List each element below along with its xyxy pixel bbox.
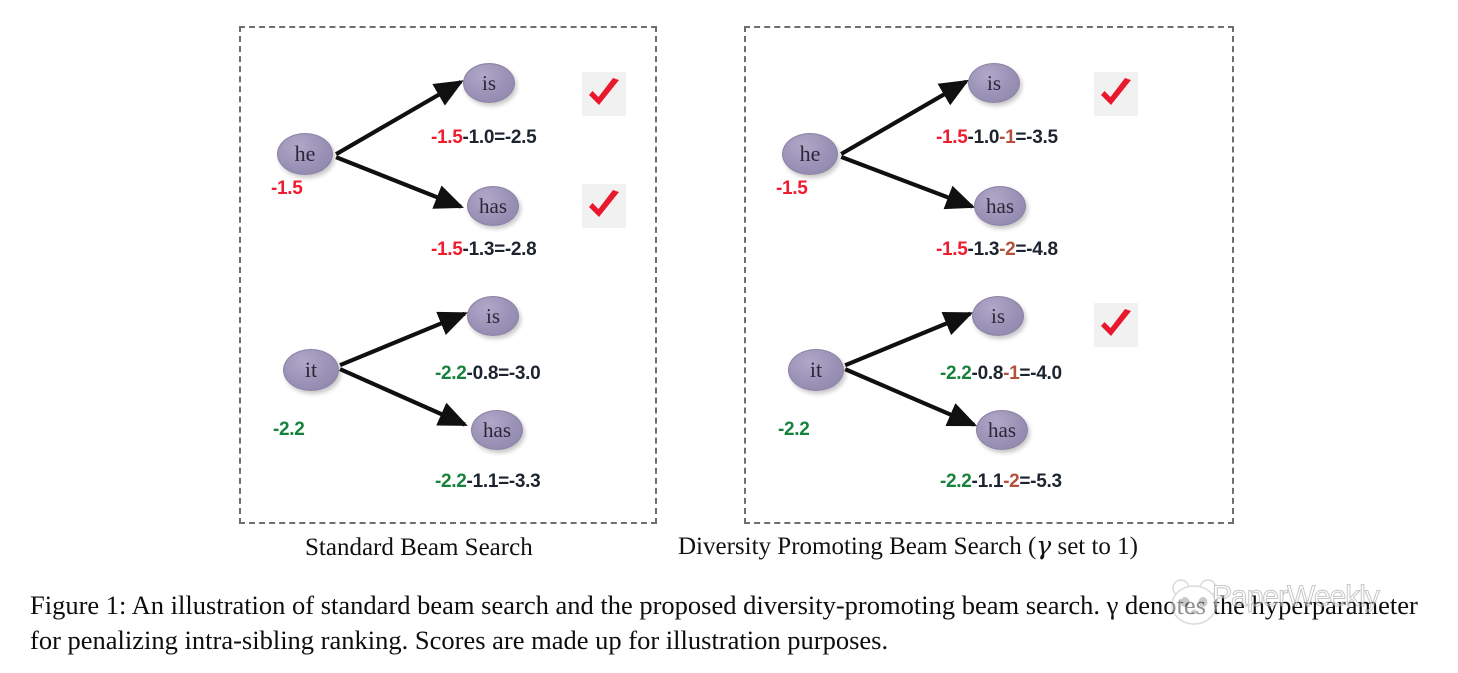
figure-caption-line-1: Figure 1: An illustration of standard be… bbox=[30, 590, 1245, 620]
node-label: is bbox=[481, 70, 496, 95]
node-label: is bbox=[986, 70, 1001, 95]
figure-caption: Figure 1: An illustration of standard be… bbox=[30, 588, 1430, 658]
score-part-rest: -1.0=-2.5 bbox=[462, 127, 537, 148]
score-part-logprob: -1.3 bbox=[967, 239, 1000, 260]
score-he-is-diverse: -1.5-1.0-1=-3.5 bbox=[936, 127, 1058, 149]
node-label: is bbox=[990, 303, 1005, 328]
checkmark-he-is-standard bbox=[582, 72, 626, 116]
node-has-from-it-standard[interactable]: has bbox=[471, 410, 523, 450]
score-it-is-diverse: -2.2-0.8-1=-4.0 bbox=[940, 363, 1062, 385]
node-label: it bbox=[304, 357, 318, 382]
score-part-rest: -0.8=-3.0 bbox=[466, 363, 541, 384]
checkmark-he-is-diverse bbox=[1094, 72, 1138, 116]
panel-caption-standard: Standard Beam Search bbox=[305, 534, 533, 561]
node-label: has bbox=[479, 193, 507, 218]
node-he-standard[interactable]: he bbox=[277, 133, 333, 175]
root-score-it-diverse: -2.2 bbox=[778, 419, 810, 440]
node-it-standard[interactable]: it bbox=[283, 349, 339, 391]
node-he-diverse[interactable]: he bbox=[782, 133, 838, 175]
node-label: he bbox=[294, 141, 316, 166]
score-part-prefix: -2.2 bbox=[940, 363, 972, 384]
node-label: has bbox=[988, 417, 1016, 442]
gamma-symbol: γ bbox=[1036, 531, 1052, 560]
check-icon bbox=[589, 78, 619, 105]
check-icon bbox=[1101, 78, 1131, 105]
score-he-is-standard: -1.5-1.0=-2.5 bbox=[431, 127, 537, 149]
panel-diversity-promoting-beam-search: he -1.5 is -1.5-1.0-1=-3.5 has -1.5-1.3-… bbox=[744, 26, 1234, 524]
check-icon bbox=[1101, 309, 1131, 336]
score-part-total: =-4.8 bbox=[1015, 239, 1058, 260]
node-label: has bbox=[483, 417, 511, 442]
score-part-total: =-4.0 bbox=[1019, 363, 1062, 384]
node-label: it bbox=[809, 357, 823, 382]
panel-caption-diverse: Diversity Promoting Beam Search (γ set t… bbox=[678, 531, 1138, 561]
score-part-penalty: -2 bbox=[999, 239, 1016, 260]
node-is-from-it-diverse[interactable]: is bbox=[972, 296, 1024, 336]
score-part-prefix: -2.2 bbox=[940, 471, 972, 492]
score-part-prefix: -1.5 bbox=[431, 127, 463, 148]
score-part-prefix: -1.5 bbox=[431, 239, 463, 260]
node-label: is bbox=[485, 303, 500, 328]
score-part-penalty: -1 bbox=[1003, 363, 1020, 384]
score-it-is-standard: -2.2-0.8=-3.0 bbox=[435, 363, 541, 385]
score-part-penalty: -1 bbox=[999, 127, 1016, 148]
node-is-from-it-standard[interactable]: is bbox=[467, 296, 519, 336]
score-part-total: =-3.5 bbox=[1015, 127, 1058, 148]
score-part-total: =-5.3 bbox=[1019, 471, 1062, 492]
score-it-has-standard: -2.2-1.1=-3.3 bbox=[435, 471, 541, 493]
score-he-has-diverse: -1.5-1.3-2=-4.8 bbox=[936, 239, 1058, 261]
caption-prefix: Diversity Promoting Beam Search ( bbox=[678, 533, 1037, 560]
score-part-rest: -1.3=-2.8 bbox=[462, 239, 537, 260]
checkmark-he-has-standard bbox=[582, 184, 626, 228]
node-has-from-he-standard[interactable]: has bbox=[467, 186, 519, 226]
score-part-logprob: -1.1 bbox=[971, 471, 1004, 492]
node-it-diverse[interactable]: it bbox=[788, 349, 844, 391]
root-score-it-standard: -2.2 bbox=[273, 419, 305, 440]
score-he-has-standard: -1.5-1.3=-2.8 bbox=[431, 239, 537, 261]
check-icon bbox=[589, 190, 619, 217]
node-is-from-he-diverse[interactable]: is bbox=[968, 63, 1020, 103]
figure-caption-line-2: hyperparameter for penalizing intra-sibl… bbox=[30, 590, 1418, 655]
node-label: he bbox=[799, 141, 821, 166]
node-has-from-he-diverse[interactable]: has bbox=[974, 186, 1026, 226]
score-it-has-diverse: -2.2-1.1-2=-5.3 bbox=[940, 471, 1062, 493]
score-part-prefix: -1.5 bbox=[936, 239, 968, 260]
node-label: has bbox=[986, 193, 1014, 218]
score-part-penalty: -2 bbox=[1003, 471, 1020, 492]
score-part-prefix: -2.2 bbox=[435, 471, 467, 492]
score-part-prefix: -2.2 bbox=[435, 363, 467, 384]
node-has-from-it-diverse[interactable]: has bbox=[976, 410, 1028, 450]
node-is-from-he-standard[interactable]: is bbox=[463, 63, 515, 103]
checkmark-it-is-diverse bbox=[1094, 303, 1138, 347]
root-score-he-standard: -1.5 bbox=[271, 178, 303, 199]
root-score-he-diverse: -1.5 bbox=[776, 178, 808, 199]
score-part-rest: -1.1=-3.3 bbox=[466, 471, 541, 492]
caption-suffix: set to 1) bbox=[1051, 533, 1139, 560]
score-part-logprob: -1.0 bbox=[967, 127, 1000, 148]
panel-standard-beam-search: he -1.5 is -1.5-1.0=-2.5 has -1.5-1.3=-2… bbox=[239, 26, 657, 524]
score-part-prefix: -1.5 bbox=[936, 127, 968, 148]
score-part-logprob: -0.8 bbox=[971, 363, 1004, 384]
